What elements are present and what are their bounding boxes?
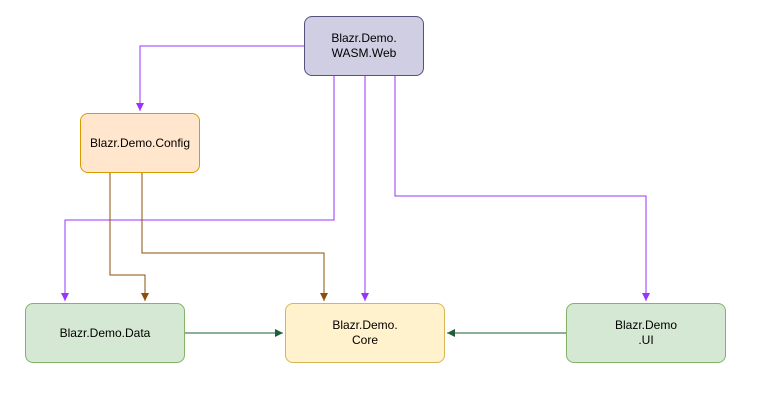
edge-config-to-core (141, 173, 328, 301)
node-label-line1: Blazr.Demo. (332, 318, 398, 332)
node-label-line2: WASM.Web (331, 46, 397, 60)
node-blazr-demo-data[interactable]: Blazr.Demo.Data (25, 303, 185, 363)
node-label-line2: Core (351, 333, 378, 347)
edge-wasm-to-config (136, 45, 304, 111)
node-blazr-demo-ui[interactable]: Blazr.Demo .UI (566, 303, 726, 363)
edge-config-to-data (109, 173, 149, 301)
edge-wasm-to-data (61, 76, 335, 301)
node-blazr-demo-wasm-web[interactable]: Blazr.Demo. WASM.Web (304, 16, 424, 76)
node-label-line1: Blazr.Demo.Config (89, 135, 191, 150)
node-blazr-demo-config[interactable]: Blazr.Demo.Config (80, 113, 200, 173)
edge-wasm-to-ui (394, 76, 650, 301)
node-label-line1: Blazr.Demo. (331, 31, 397, 45)
node-blazr-demo-core[interactable]: Blazr.Demo. Core (285, 303, 445, 363)
node-label-line2: .UI (638, 333, 654, 347)
node-label-line1: Blazr.Demo (614, 318, 678, 332)
node-label-line1: Blazr.Demo.Data (59, 325, 151, 340)
